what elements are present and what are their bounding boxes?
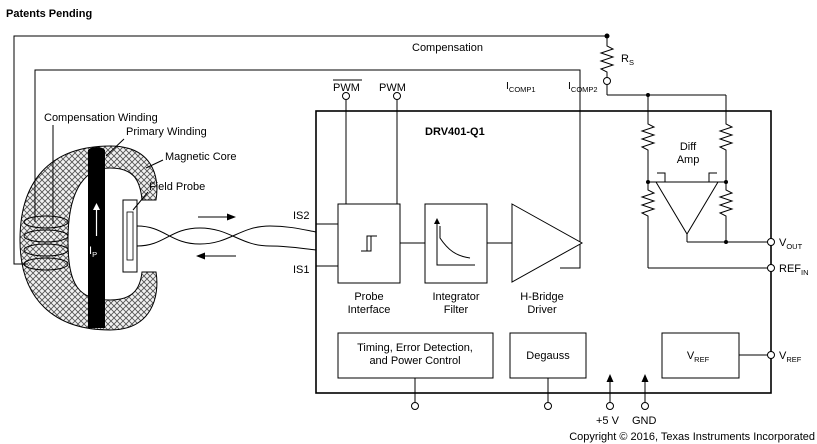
output-vref: VREF [739, 350, 802, 364]
vref-block [661, 332, 740, 379]
compensation-loop [13, 35, 608, 269]
probe-twisted-pair [136, 225, 317, 251]
compensation-label: Compensation [412, 42, 483, 54]
diff-amp-network [606, 85, 762, 269]
degauss-block [509, 332, 587, 379]
is2-label: IS2 [293, 210, 310, 222]
chip-name: DRV401-Q1 [425, 126, 485, 138]
magnetic-core-label: Magnetic Core [165, 151, 237, 163]
ip-label: IP [89, 245, 97, 259]
schmitt-trigger-icon [361, 235, 377, 252]
pwm-label: PWM [379, 82, 406, 94]
pwm-bar-label: PWM [333, 82, 360, 94]
timing-error-power-label: Timing, Error Detection,and Power Contro… [357, 342, 473, 367]
icomp1-label: ICOMP1 [506, 80, 536, 94]
diff-amp-triangle [655, 181, 719, 235]
annotation-leaders [52, 125, 164, 224]
magnetic-core [19, 145, 158, 331]
supply-label: +5 V [596, 415, 620, 427]
compensation-winding-label: Compensation Winding [44, 112, 158, 124]
vref-block-label: VREF [687, 350, 710, 364]
is1-label: IS1 [293, 264, 310, 276]
rs-shunt-resistor [599, 44, 615, 81]
icomp2-label: ICOMP2 [568, 80, 598, 94]
integrator-filter-block [424, 203, 488, 284]
current-arrows [196, 213, 236, 260]
h-bridge-driver-amplifier [511, 203, 584, 283]
probe-interface-block [337, 203, 401, 284]
copyright-label: Copyright © 2016, Texas Instruments Inco… [569, 431, 815, 443]
svg-text:VOUT: VOUT [779, 237, 803, 251]
primary-conductor [88, 150, 105, 328]
output-refin: REFIN [762, 263, 809, 277]
compensation-winding-coil [23, 215, 69, 271]
svg-text:REFIN: REFIN [779, 263, 809, 277]
rs-label: RS [621, 53, 634, 67]
degauss-label: Degauss [526, 350, 570, 362]
field-probe-label: Field Probe [149, 181, 205, 193]
drv401-chip [315, 110, 772, 394]
svg-text:VREF: VREF [779, 350, 802, 364]
gnd-label: GND [632, 415, 657, 427]
output-vout: VOUT [762, 237, 803, 251]
integrator-response-icon [436, 222, 475, 266]
patents-pending-label: Patents Pending [6, 8, 92, 20]
timing-error-power-block [337, 332, 494, 379]
primary-winding-label: Primary Winding [126, 126, 207, 138]
